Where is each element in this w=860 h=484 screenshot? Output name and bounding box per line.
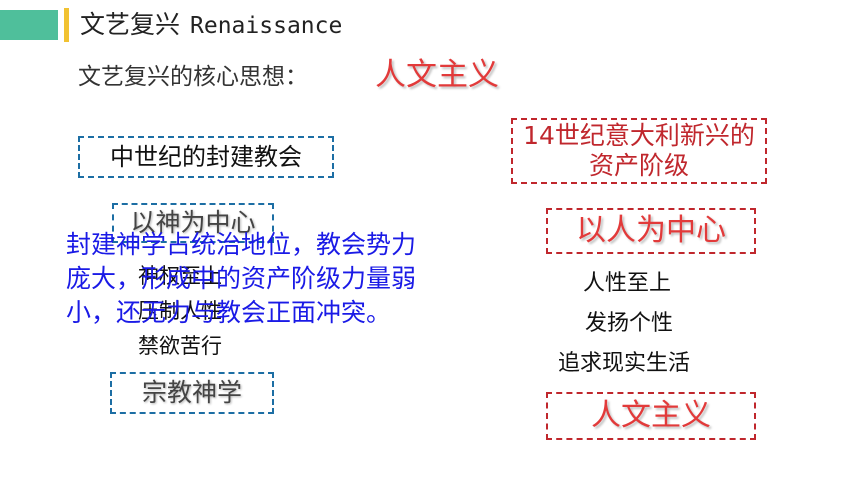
bourgeoisie-box: 14世纪意大利新兴的资产阶级 [511,118,767,184]
left-item-1: 神权至上 [138,264,222,288]
right-item-2: 发扬个性 [585,311,674,336]
right-item-3: 追求现实生活 [558,351,691,376]
core-idea-label: 文艺复兴的核心思想： [78,64,308,90]
god-centered-box: 以神为中心 [112,203,274,243]
overlay-annotation: 封建神学占统治地位，教会势力庞大，形成中的资产阶级力量弱小，还无力与教会正面冲突… [66,230,417,327]
header-accent-bar [0,10,58,40]
left-item-3: 禁欲苦行 [138,334,222,358]
slide-title: 文艺复兴 Renaissance [80,8,342,43]
human-centered-box: 以人为中心 [546,208,756,254]
medieval-church-box: 中世纪的封建教会 [78,136,334,178]
humanism-box: 人文主义 [546,392,756,440]
slide-title-cn: 文艺复兴 [80,10,181,39]
right-item-1: 人性至上 [583,271,672,296]
slide-title-en: Renaissance [190,13,343,39]
header-accent-tick [64,8,69,42]
left-item-2: 压制人性 [138,299,222,323]
religious-theology-box: 宗教神学 [110,372,274,414]
core-idea-value: 人文主义 [375,57,499,93]
